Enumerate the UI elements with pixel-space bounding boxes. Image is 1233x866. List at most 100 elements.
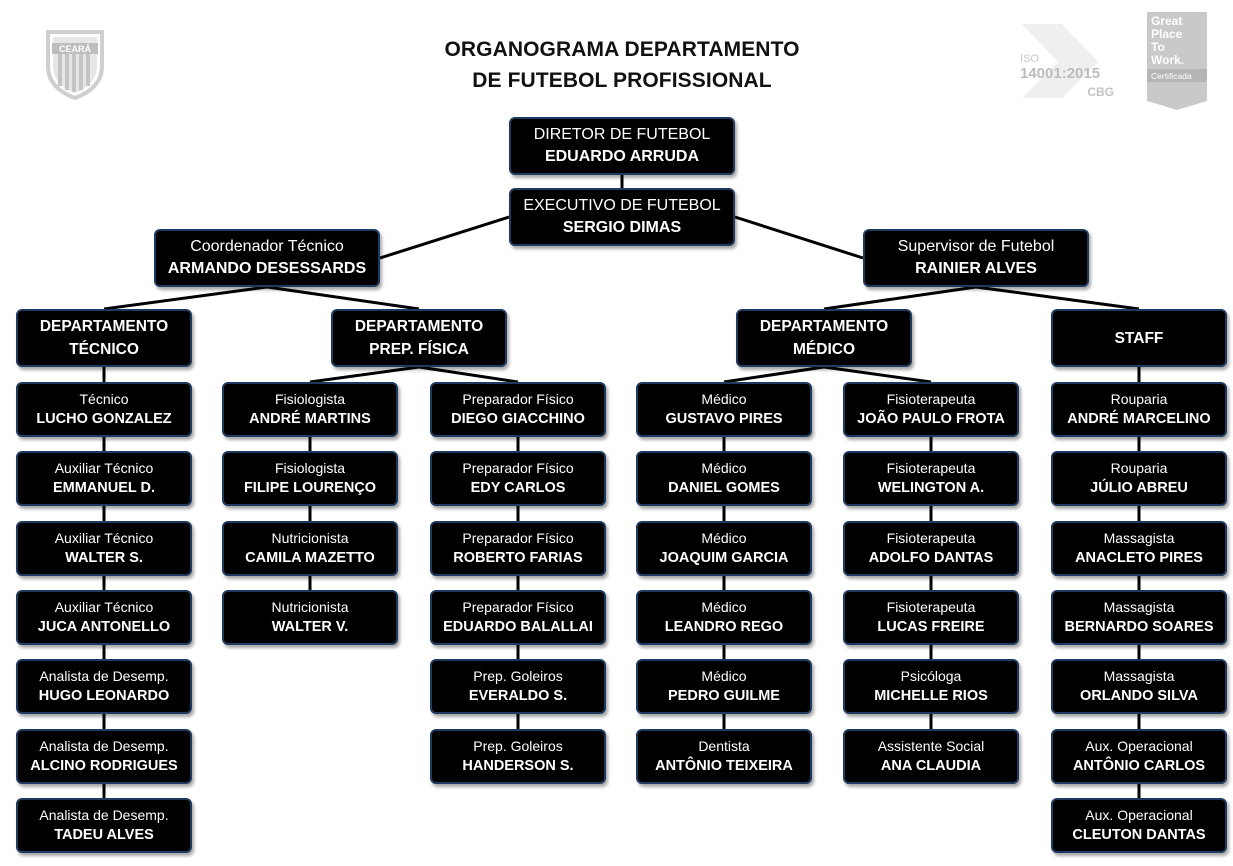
node-name: DANIEL GOMES [668,480,780,496]
connector-dep-medico-to-med1 [723,365,825,384]
node-name: ANACLETO PIRES [1075,550,1203,566]
node-name: ADOLFO DANTAS [868,550,994,566]
node-name: LUCAS FREIRE [877,619,985,635]
node-role: Fisioterapeuta [886,599,976,615]
org-node-tec6: Analista de Desemp.ALCINO RODRIGUES [16,729,192,784]
node-name: ROBERTO FARIAS [453,550,583,566]
node-name: JÚLIO ABREU [1090,480,1188,496]
node-role: Técnico [79,391,129,407]
node-name: SERGIO DIMAS [562,219,682,236]
node-role: Massagista [1103,668,1175,684]
node-name: EDY CARLOS [470,480,566,496]
node-name: PREP. FÍSICA [369,341,469,358]
node-role: Aux. Operacional [1085,738,1193,754]
node-name: HUGO LEONARDO [38,688,170,704]
node-role: Fisiologista [274,460,346,476]
connector-dep-prep-to-pre1 [418,365,519,384]
node-role: Massagista [1103,530,1175,546]
node-role: Preparador Físico [462,530,574,546]
connector-coordenador-to-dep-tecnico [103,285,268,311]
gptw-line2: Place [1151,27,1183,41]
gptw-line3: To [1151,40,1165,54]
node-name: WALTER S. [65,550,143,566]
node-role: Prep. Goleiros [473,668,563,684]
node-name: DIEGO GIACCHINO [451,411,585,427]
node-name: EDUARDO ARRUDA [544,148,700,165]
node-role: Médico [701,599,747,615]
connector-dep-medico-to-fit1 [823,365,932,384]
node-role: Aux. Operacional [1085,807,1193,823]
node-name: ANDRÉ MARTINS [249,411,371,427]
node-role: Psicóloga [900,668,962,684]
node-role: Preparador Físico [462,391,574,407]
node-role: EXECUTIVO DE FUTEBOL [523,197,721,214]
node-role: Auxiliar Técnico [54,599,154,615]
connector-coordenador-to-dep-prep [266,285,420,311]
page-title: ORGANOGRAMA DEPARTAMENTO DE FUTEBOL PROF… [372,34,872,96]
ceara-logo-text: CEARÁ [59,44,92,54]
node-role: STAFF [1114,329,1164,347]
node-name: TADEU ALVES [54,827,154,843]
node-name: GUSTAVO PIRES [665,411,783,427]
node-role: Prep. Goleiros [473,738,563,754]
node-name: FILIPE LOURENÇO [243,480,377,496]
node-role: Rouparia [1110,460,1168,476]
great-place-to-work-logo: Great Place To Work. Certificada [1147,12,1207,110]
gptw-line1: Great [1151,14,1182,28]
title-line-1: ORGANOGRAMA DEPARTAMENTO [444,38,800,61]
node-name: ANTÔNIO TEIXEIRA [655,758,793,774]
iso-logo-line3: CBG [1087,85,1114,99]
node-name: ANA CLAUDIA [880,758,982,774]
node-role: Fisioterapeuta [886,391,976,407]
node-name: EDUARDO BALALLAI [443,619,593,635]
connector-executivo-to-coordenador [379,215,510,260]
node-name: TÉCNICO [69,341,139,358]
node-name: HANDERSON S. [462,758,574,774]
node-role: Auxiliar Técnico [54,460,154,476]
gptw-line4: Work. [1151,53,1184,67]
node-role: Auxiliar Técnico [54,530,154,546]
connector-executivo-to-supervisor [734,215,864,260]
node-role: Massagista [1103,599,1175,615]
iso-logo-line2: 14001:2015 [1020,65,1100,82]
node-role: Fisioterapeuta [886,460,976,476]
node-name: WALTER V. [271,619,349,635]
node-role: Médico [701,530,747,546]
node-name: ANTÔNIO CARLOS [1072,758,1206,774]
node-name: JOÃO PAULO FROTA [857,411,1005,427]
node-role: DIRETOR DE FUTEBOL [533,126,711,143]
node-name: ANDRÉ MARCELINO [1067,411,1211,427]
node-role: Preparador Físico [462,460,574,476]
node-name: EVERALDO S. [468,688,568,704]
node-role: Nutricionista [271,599,349,615]
node-role: Médico [701,460,747,476]
node-role: Rouparia [1110,391,1168,407]
node-role: Fisiologista [274,391,346,407]
node-name: ORLANDO SILVA [1080,688,1198,704]
org-node-diretor: DIRETOR DE FUTEBOL EDUARDO ARRUDA [509,117,735,175]
node-role: Assistente Social [877,738,985,754]
